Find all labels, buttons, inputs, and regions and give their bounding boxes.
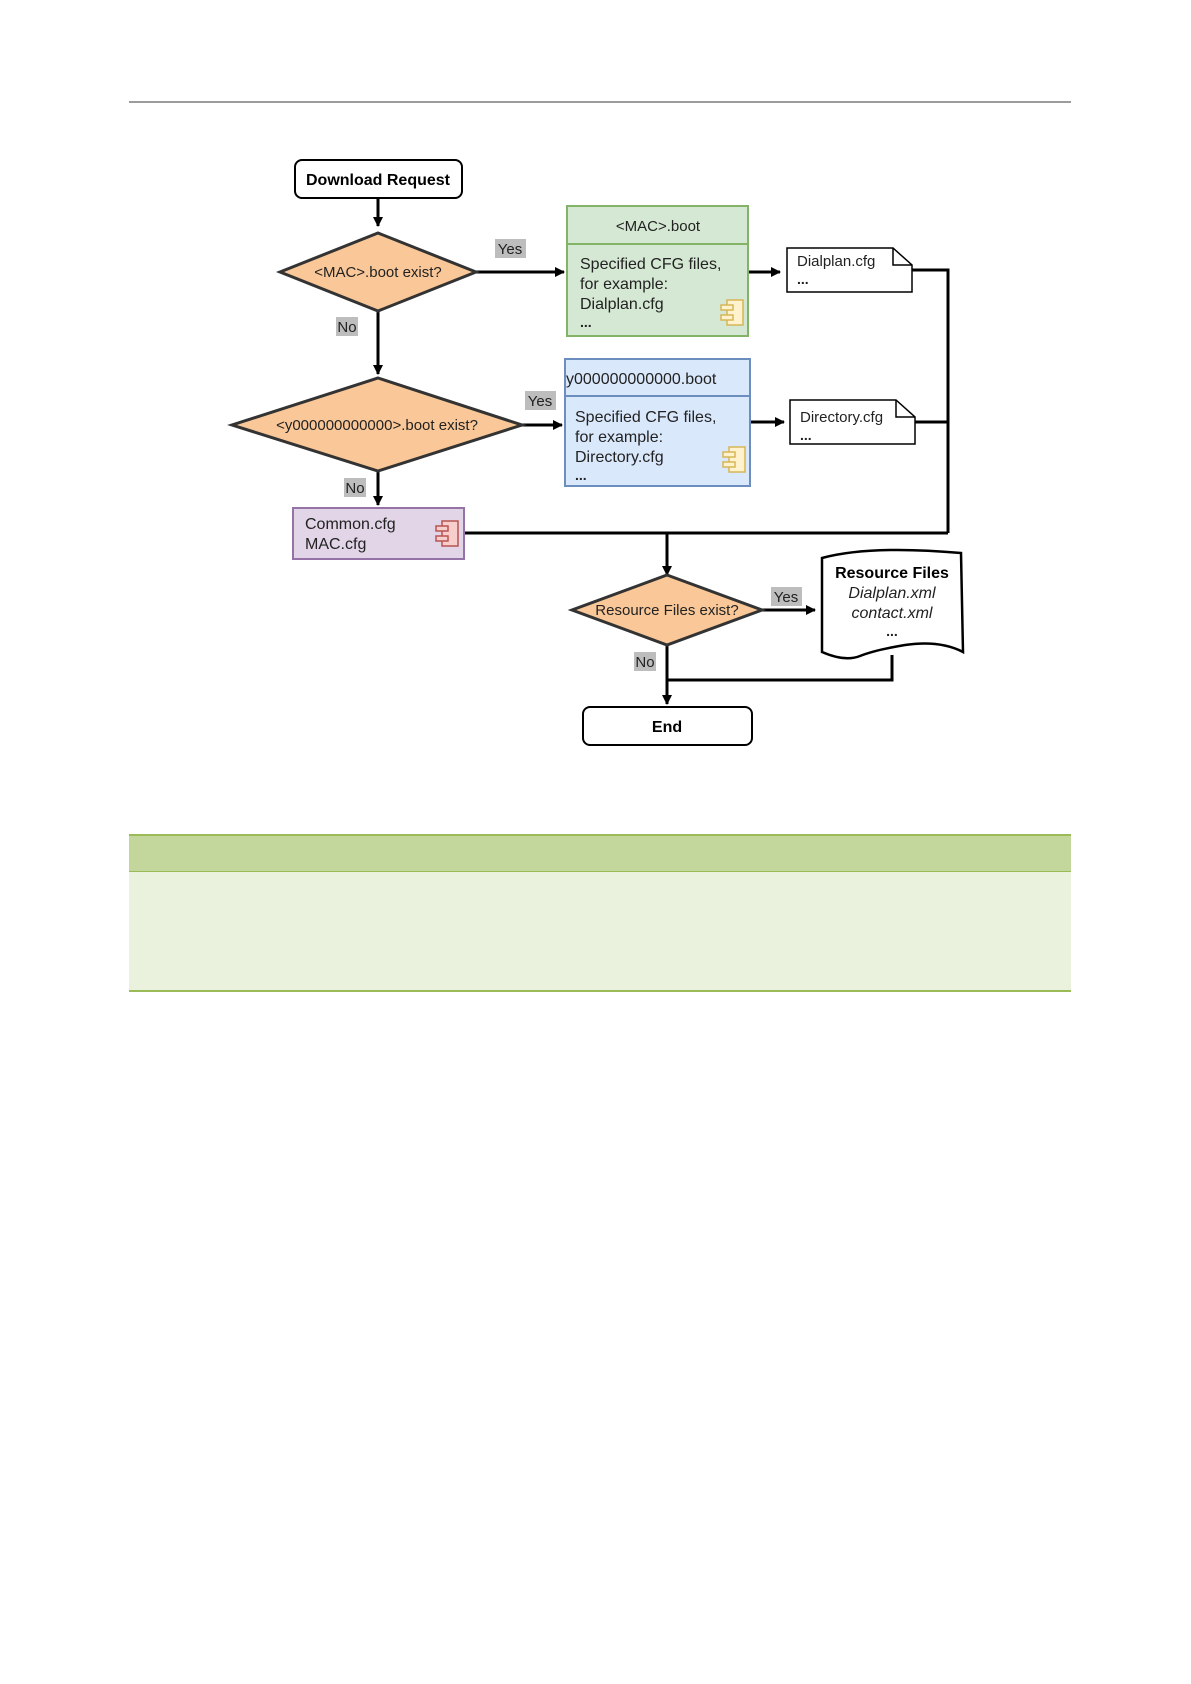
common-cfg-box: Common.cfg MAC.cfg xyxy=(292,507,465,560)
document-icon xyxy=(820,548,965,660)
component-icon xyxy=(722,446,746,473)
note-table xyxy=(129,834,1071,992)
common-no-label: No xyxy=(345,480,364,497)
dialplan-doc-line-1: Dialplan.cfg xyxy=(797,253,875,270)
decision-common-boot xyxy=(227,376,527,473)
mac-boot-line-1: Specified CFG files, xyxy=(580,256,721,273)
mac-boot-box: <MAC>.boot Specified CFG files, for exam… xyxy=(566,205,749,337)
decision-mac-boot xyxy=(275,231,481,313)
common-boot-title: y000000000000.boot xyxy=(566,371,717,388)
resource-doc-title: Resource Files xyxy=(835,565,949,582)
common-boot-box: y000000000000.boot Specified CFG files, … xyxy=(564,358,751,487)
dialplan-document: Dialplan.cfg ... xyxy=(786,247,913,293)
edge-dialplan-bus xyxy=(912,268,950,533)
mac-yes-label: Yes xyxy=(498,241,522,258)
edge-resource-docs-to-end xyxy=(667,655,894,682)
mac-boot-line-2: for example: xyxy=(580,276,668,293)
start-terminal xyxy=(294,159,463,199)
provisioning-flowchart: Download Request <MAC>.boot exist? Yes N… xyxy=(227,159,965,746)
directory-doc-line-2: ... xyxy=(800,427,812,443)
common-boot-line-4: ... xyxy=(575,467,587,483)
mac-boot-line-3: Dialplan.cfg xyxy=(580,296,664,313)
decision-resource-label: Resource Files exist? xyxy=(595,602,738,619)
common-boot-line-2: for example: xyxy=(575,429,663,446)
end-terminal xyxy=(582,706,753,746)
resource-no-label-bg xyxy=(634,652,656,671)
common-boot-line-1: Specified CFG files, xyxy=(575,409,716,426)
decision-common-boot-label: <y000000000000>.boot exist? xyxy=(276,417,478,434)
mac-boot-line-4: ... xyxy=(580,314,592,330)
resource-doc-line-1: Dialplan.xml xyxy=(848,585,936,602)
common-yes-label: Yes xyxy=(528,393,552,410)
component-icon xyxy=(435,520,459,547)
common-cfg-line-2: MAC.cfg xyxy=(305,536,366,553)
resource-yes-label: Yes xyxy=(774,589,798,606)
resource-files-document: Resource Files Dialplan.xml contact.xml … xyxy=(820,548,965,660)
directory-doc-line-1: Directory.cfg xyxy=(800,409,883,426)
resource-doc-line-3: ... xyxy=(886,623,898,639)
document-icon xyxy=(789,399,916,445)
resource-yes-label-bg xyxy=(771,587,802,606)
page-header-rule xyxy=(129,101,1071,103)
common-no-label-bg xyxy=(344,478,366,497)
document-icon xyxy=(786,247,913,293)
mac-yes-label-bg xyxy=(495,239,526,258)
start-label: Download Request xyxy=(306,172,451,189)
connectors xyxy=(373,198,950,705)
resource-doc-line-2: contact.xml xyxy=(852,605,933,622)
note-table-body xyxy=(129,872,1071,992)
decision-resource xyxy=(567,573,767,647)
end-label: End xyxy=(652,719,682,736)
component-icon xyxy=(720,299,744,326)
directory-document: Directory.cfg ... xyxy=(789,399,916,445)
dialplan-doc-line-2: ... xyxy=(797,271,809,287)
common-cfg-line-1: Common.cfg xyxy=(305,516,396,533)
common-yes-label-bg xyxy=(525,391,556,410)
mac-no-label-bg xyxy=(336,317,358,336)
common-boot-line-3: Directory.cfg xyxy=(575,449,664,466)
mac-boot-title: <MAC>.boot xyxy=(616,218,701,235)
decision-mac-boot-label: <MAC>.boot exist? xyxy=(314,264,442,281)
resource-no-label: No xyxy=(635,654,654,671)
mac-no-label: No xyxy=(337,319,356,336)
note-table-header xyxy=(129,834,1071,872)
